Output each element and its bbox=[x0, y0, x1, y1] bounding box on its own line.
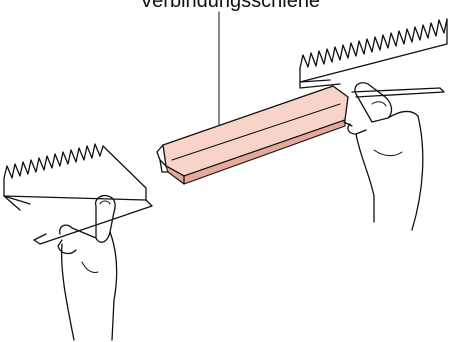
right-comb-segment bbox=[300, 19, 447, 97]
left-comb-teeth bbox=[4, 144, 103, 178]
connecting-rail bbox=[157, 86, 348, 184]
right-hand bbox=[344, 83, 423, 230]
callout-label: Verbindungsschiene bbox=[140, 0, 320, 12]
left-comb-segment bbox=[4, 144, 152, 244]
right-comb-teeth bbox=[300, 19, 447, 68]
left-hand bbox=[58, 196, 117, 340]
